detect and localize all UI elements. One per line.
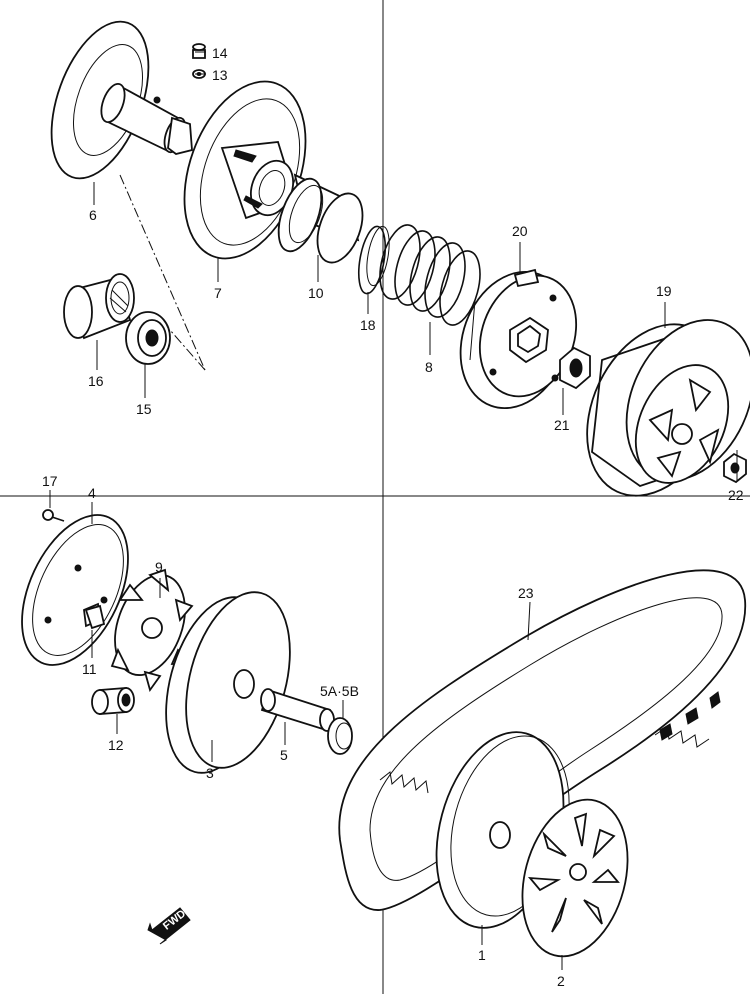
label-18: 18 [360,317,376,333]
label-4: 4 [88,485,96,501]
part-14-bolt [192,43,206,59]
part-10-collar [277,173,364,264]
label-2: 2 [557,973,565,989]
label-15: 15 [136,401,152,417]
label-8: 8 [425,359,433,375]
label-11: 11 [82,661,97,677]
label-6: 6 [89,207,97,223]
part-labels: 14 13 6 7 10 18 8 20 19 21 22 16 15 17 4… [42,45,744,989]
label-5: 5 [280,747,288,763]
part-17-screw [42,509,65,522]
part-5ab-washer [327,717,353,755]
label-19: 19 [656,283,672,299]
label-1: 1 [478,947,486,963]
label-21: 21 [554,417,570,433]
label-20: 20 [512,223,528,239]
label-10: 10 [308,285,324,301]
fwd-arrow-icon: FWD [147,907,191,945]
part-11-slide-piece [84,604,106,630]
part-6-driven-face [50,20,193,180]
part-8-spring [379,224,481,326]
label-9: 9 [155,559,163,575]
part-16-bearing [63,273,135,340]
part-19-clutch-housing [586,319,750,497]
label-23: 23 [518,585,534,601]
label-13: 13 [212,67,228,83]
part-18-o-ring [357,225,390,295]
part-12-roller [91,687,135,715]
label-12: 12 [108,737,124,753]
label-17: 17 [42,473,58,489]
part-20-clutch-shoe [459,268,578,410]
label-14: 14 [212,45,228,61]
part-15-bearing [125,311,171,365]
leader-lines [49,51,738,970]
part-9-ramp-plate [110,568,194,693]
part-22-nut [723,452,747,484]
label-22: 22 [728,487,744,503]
part-3-drive-face-movable [165,591,291,774]
label-7: 7 [214,285,222,301]
part-2-fan [521,798,629,958]
label-16: 16 [88,373,104,389]
part-21-nut [559,346,591,390]
label-3: 3 [206,765,214,781]
label-5a-5b: 5A·5B [320,683,359,699]
